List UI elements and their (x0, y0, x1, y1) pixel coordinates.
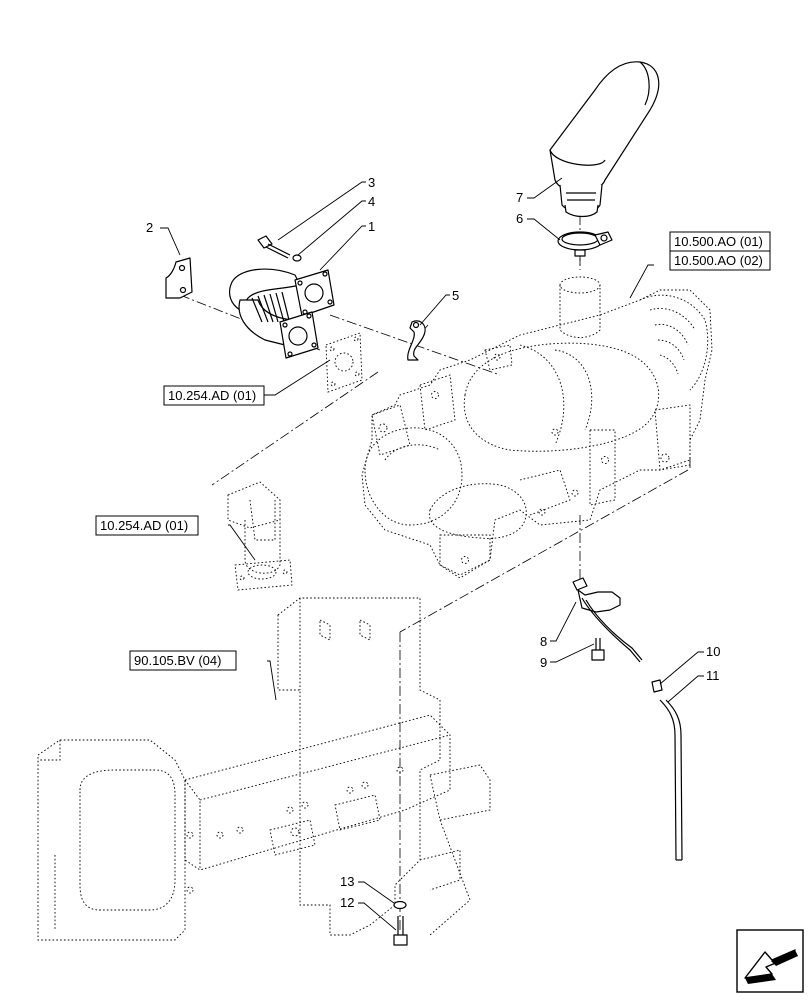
callout-13: 13 (340, 874, 354, 889)
bolt (257, 235, 291, 259)
frame-bolt (393, 916, 408, 946)
callout-10: 10 (706, 644, 720, 659)
reference-boxes: 10.500.AO (01) 10.500.AO (02) 10.254.AD … (95, 231, 771, 671)
flex-exhaust-pipe (228, 268, 335, 359)
lower-elbow-context (227, 481, 293, 591)
frame-washer (393, 900, 407, 910)
leader-lines (160, 177, 704, 931)
callout-5: 5 (452, 288, 459, 303)
callout-12: 12 (340, 895, 354, 910)
sensor-bolt (591, 638, 605, 661)
sensor-bracket (572, 577, 643, 663)
callout-7: 7 (516, 190, 523, 205)
pipe-clamp (557, 231, 613, 257)
clip (407, 320, 426, 361)
ref-10500-ao-01: 10.500.AO (01) (674, 234, 763, 249)
callout-9: 9 (540, 655, 547, 670)
gasket-context (325, 332, 363, 393)
callout-numbers: 1 2 3 4 5 6 7 8 9 10 11 12 13 (146, 175, 720, 910)
arrow-down-left-icon[interactable] (736, 929, 804, 993)
callout-6: 6 (516, 211, 523, 226)
callout-2: 2 (146, 220, 153, 235)
tube-fitting (651, 679, 663, 693)
callout-11: 11 (706, 668, 720, 683)
callout-8: 8 (540, 634, 547, 649)
callout-4: 4 (368, 194, 375, 209)
ref-10254-ad-upper: 10.254.AD (01) (168, 388, 256, 403)
callout-3: 3 (368, 175, 375, 190)
chassis-frame-context (37, 597, 491, 941)
callout-1: 1 (368, 219, 375, 234)
tube (659, 699, 683, 861)
washer (292, 254, 302, 262)
ref-10254-ad-lower: 10.254.AD (01) (100, 518, 188, 533)
pipe-bracket (165, 257, 193, 299)
exhaust-outlet-elbow (549, 61, 660, 218)
aftertreatment-assembly-context (361, 276, 713, 579)
ref-10500-ao-02: 10.500.AO (02) (674, 253, 763, 268)
ref-90105-bv-04: 90.105.BV (04) (134, 653, 221, 668)
